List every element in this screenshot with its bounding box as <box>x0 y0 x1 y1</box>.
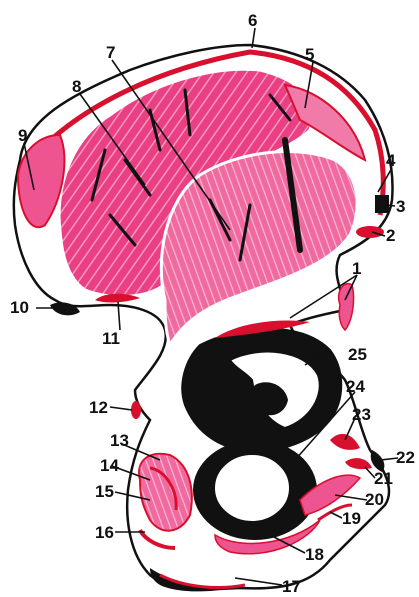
label-5: 5 <box>305 45 314 64</box>
label-9: 9 <box>18 126 27 145</box>
label-23: 23 <box>352 405 371 424</box>
label-19: 19 <box>342 509 361 528</box>
label-6: 6 <box>248 11 257 30</box>
label-15: 15 <box>95 482 114 501</box>
label-18: 18 <box>305 545 324 564</box>
label-25: 25 <box>348 345 367 364</box>
label-7: 7 <box>106 43 115 62</box>
label-20: 20 <box>365 490 384 509</box>
attachment-1 <box>339 284 354 330</box>
attachment-12 <box>131 401 141 419</box>
label-24: 24 <box>346 377 365 396</box>
label-11: 11 <box>102 329 120 348</box>
label-4: 4 <box>386 151 396 170</box>
label-21: 21 <box>374 469 393 488</box>
label-22: 22 <box>396 448 415 467</box>
label-10: 10 <box>10 298 29 317</box>
obturator-foramen <box>214 454 290 522</box>
label-12: 12 <box>89 398 108 417</box>
attachment-2 <box>356 226 384 238</box>
label-1: 1 <box>352 259 361 278</box>
label-14: 14 <box>100 456 119 475</box>
label-3: 3 <box>396 197 405 216</box>
label-8: 8 <box>72 77 81 96</box>
label-16: 16 <box>95 523 114 542</box>
anterior-superior-spine-mark <box>375 195 389 213</box>
label-17: 17 <box>282 577 301 596</box>
label-13: 13 <box>110 431 129 450</box>
label-2: 2 <box>386 226 395 245</box>
